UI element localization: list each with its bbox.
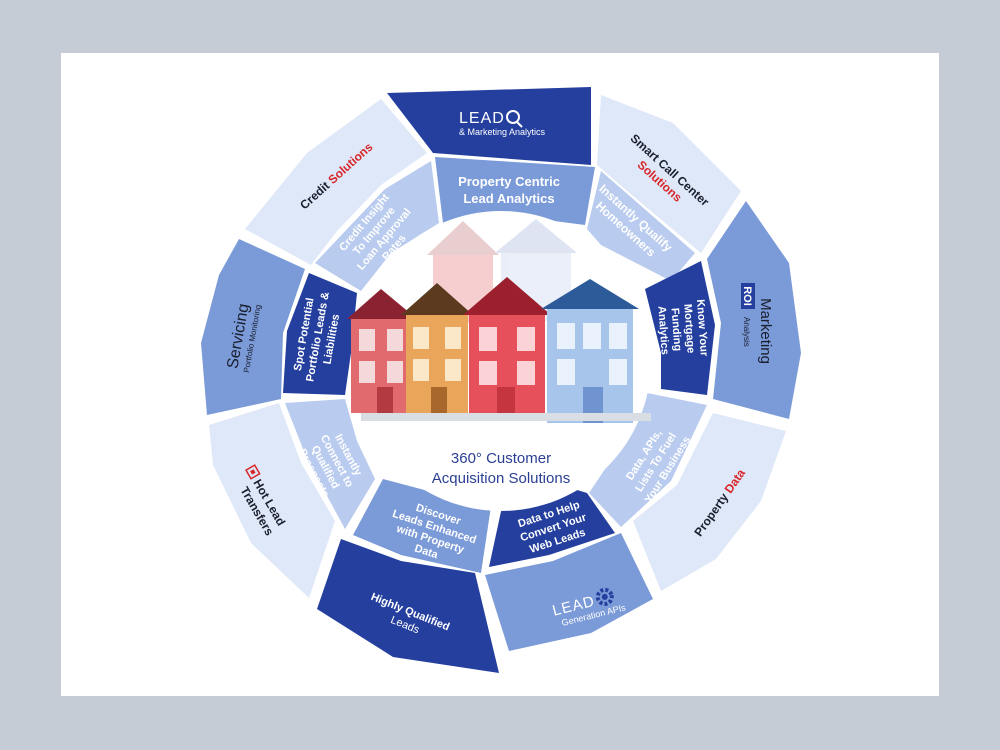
inner-segment-qualify-homeowners[interactable] bbox=[587, 171, 695, 281]
inner-segment-credit-insight[interactable] bbox=[315, 161, 439, 291]
center-title-line1: 360° Customer bbox=[451, 450, 551, 467]
houses-illustration bbox=[347, 219, 651, 423]
outer-segment-credit-solutions[interactable] bbox=[245, 99, 427, 265]
label-servicing: Servicing Portfolio Monitoring bbox=[224, 302, 262, 373]
outer-segment-highly-qualified-leads[interactable] bbox=[317, 539, 499, 673]
diagram-card: 360° Customer Acquisition Solutions LEAD… bbox=[61, 53, 939, 696]
magnifier-icon bbox=[506, 110, 523, 128]
mortgage-line3: Funding bbox=[669, 307, 684, 351]
outer-segment-hot-lead-transfers[interactable] bbox=[209, 403, 335, 598]
outer-segment-servicing[interactable] bbox=[201, 239, 305, 415]
gear-icon bbox=[595, 587, 614, 606]
outer-segment-marketing-roi[interactable] bbox=[707, 201, 801, 419]
lead-brand-text: LEAD bbox=[459, 110, 505, 127]
inner-segment-data-apis[interactable] bbox=[589, 393, 707, 527]
inner-segment-mortgage-funding[interactable] bbox=[645, 261, 715, 395]
inner-segment-portfolio-leads[interactable] bbox=[283, 273, 357, 395]
outer-segment-smart-call-center[interactable] bbox=[597, 95, 741, 253]
mortgage-line2: Mortgage bbox=[681, 303, 696, 353]
outer-segment-lead-analytics[interactable] bbox=[387, 87, 591, 165]
property-centric-line2: Lead Analytics bbox=[463, 191, 554, 206]
outer-segment-lead-generation-apis[interactable] bbox=[485, 533, 653, 651]
analysis-text: Analysis bbox=[742, 317, 751, 347]
property-centric-line1: Property Centric bbox=[458, 174, 560, 189]
label-lead-analytics: LEAD & Marketing Analytics bbox=[459, 110, 546, 137]
label-marketing-roi: Marketing ROI Analysis bbox=[741, 283, 774, 364]
inner-segment-property-centric[interactable] bbox=[435, 157, 595, 225]
mortgage-line4: Analytics bbox=[655, 306, 670, 356]
roi-badge bbox=[741, 283, 755, 309]
marketing-line: Marketing bbox=[757, 298, 774, 364]
lead-analytics-sub-text: & Marketing Analytics bbox=[459, 127, 546, 137]
label-mortgage-funding: Know Your Mortgage Funding Analytics bbox=[655, 299, 710, 357]
inner-segment-connect-prospects[interactable] bbox=[285, 399, 375, 529]
label-property-centric: Property Centric Lead Analytics bbox=[458, 174, 560, 206]
roi-text: ROI bbox=[741, 286, 753, 306]
solutions-wheel: 360° Customer Acquisition Solutions LEAD… bbox=[201, 87, 801, 673]
center-title-line2: Acquisition Solutions bbox=[432, 470, 570, 487]
mortgage-line1: Know Your bbox=[694, 299, 710, 357]
outer-segment-property-data[interactable] bbox=[633, 413, 786, 591]
lead-logo-icon bbox=[244, 464, 261, 480]
